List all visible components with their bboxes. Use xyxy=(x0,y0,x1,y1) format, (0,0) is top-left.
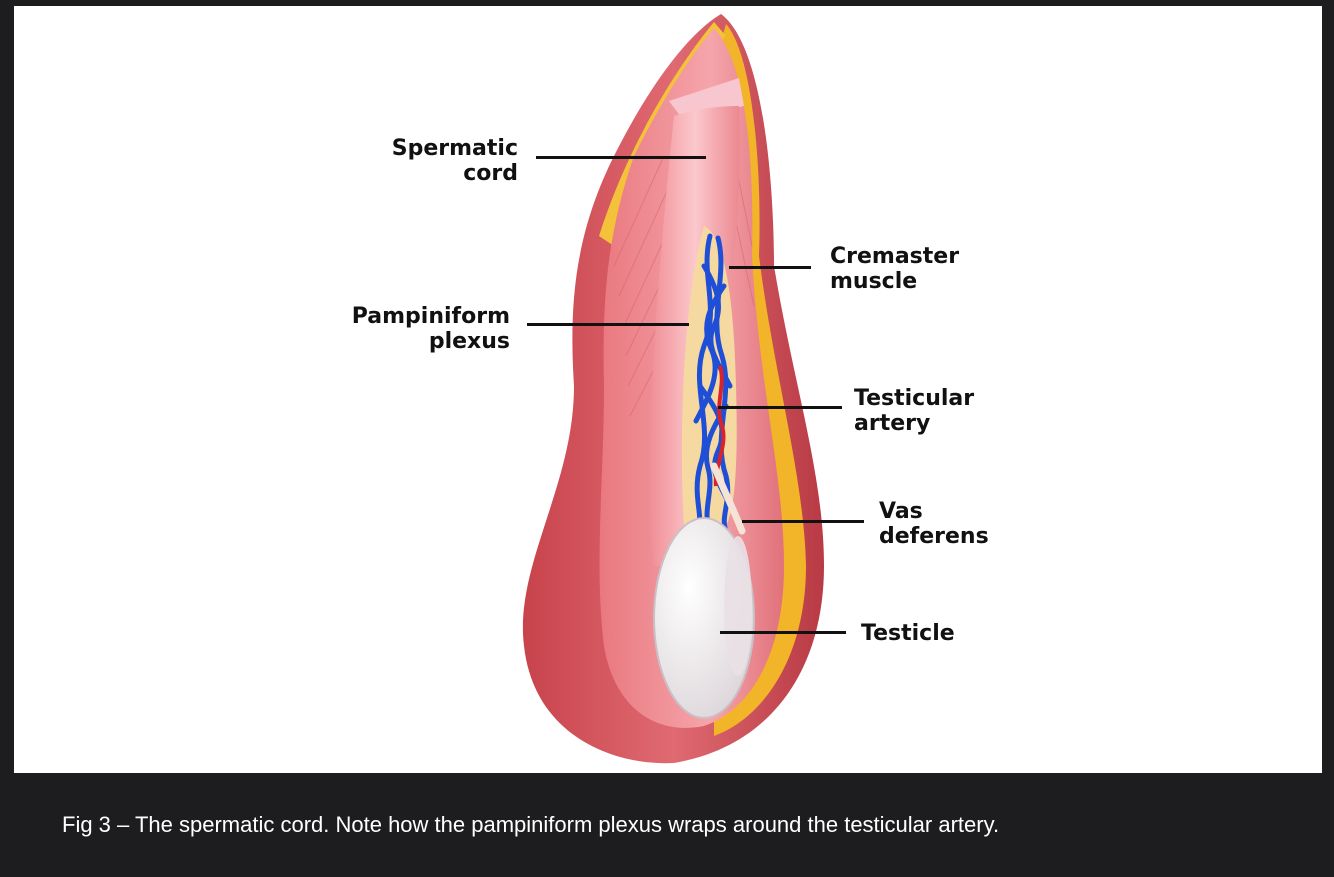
spermatic-cord-illustration xyxy=(14,6,1322,773)
label-testicular-artery-line1: Testicular xyxy=(854,386,974,411)
label-vas-deferens-line1: Vas xyxy=(879,499,989,524)
label-testicle-line1: Testicle xyxy=(861,621,955,646)
label-vas-deferens: Vas deferens xyxy=(879,499,989,549)
label-pampiniform-plexus-line2: plexus xyxy=(332,329,510,354)
label-vas-deferens-line2: deferens xyxy=(879,524,989,549)
label-spermatic-cord: Spermatic cord xyxy=(376,136,518,186)
leader-pampiniform-plexus xyxy=(527,323,689,326)
leader-testicular-artery xyxy=(718,406,842,409)
label-pampiniform-plexus-line1: Pampiniform xyxy=(332,304,510,329)
label-spermatic-cord-line2: cord xyxy=(376,161,518,186)
label-cremaster-muscle: Cremaster muscle xyxy=(830,244,959,294)
leader-vas-deferens xyxy=(742,520,864,523)
label-spermatic-cord-line1: Spermatic xyxy=(376,136,518,161)
label-cremaster-muscle-line1: Cremaster xyxy=(830,244,959,269)
label-testicle: Testicle xyxy=(861,621,955,646)
label-testicular-artery: Testicular artery xyxy=(854,386,974,436)
figure-caption: Fig 3 – The spermatic cord. Note how the… xyxy=(62,812,999,838)
leader-cremaster-muscle xyxy=(729,266,811,269)
label-cremaster-muscle-line2: muscle xyxy=(830,269,959,294)
label-testicular-artery-line2: artery xyxy=(854,411,974,436)
leader-testicle xyxy=(720,631,846,634)
epididymis-shape xyxy=(724,536,752,676)
anatomy-figure: Spermatic cord Cremaster muscle Pampinif… xyxy=(14,6,1322,773)
label-pampiniform-plexus: Pampiniform plexus xyxy=(332,304,510,354)
leader-spermatic-cord xyxy=(536,156,706,159)
